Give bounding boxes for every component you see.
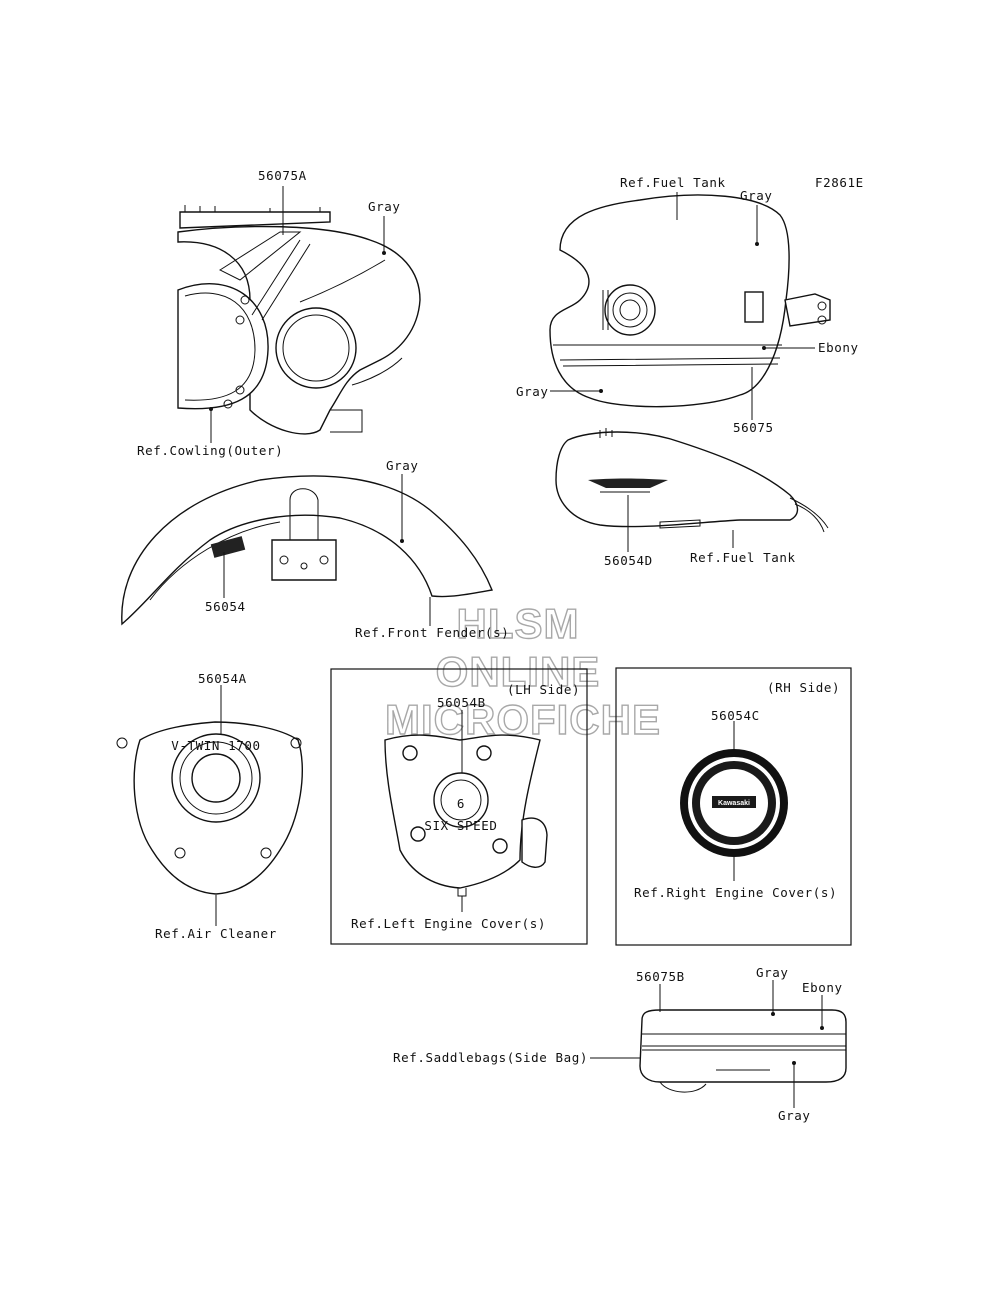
label-gray-tank: Gray	[740, 188, 773, 203]
label-56054a: 56054A	[198, 671, 247, 686]
emblem-six: 6	[457, 796, 465, 811]
front-fender-drawing	[121, 474, 493, 626]
label-56075b: 56075B	[636, 969, 685, 984]
label-gray-cowling: Gray	[368, 199, 401, 214]
front-cowling-drawing	[177, 186, 421, 443]
label-56054b: 56054B	[437, 695, 486, 710]
emblem-vtwin-text: V-TWIN 1700	[171, 738, 260, 753]
label-ref-cowling: Ref.Cowling(Outer)	[137, 443, 283, 458]
label-gray-bag-top: Gray	[756, 965, 789, 980]
label-gray-bag-bottom: Gray	[778, 1108, 811, 1123]
label-rh-side: (RH Side)	[767, 680, 840, 695]
watermark: HLSM ONLINE MICROFICHE	[384, 599, 660, 743]
label-ebony-bag: Ebony	[802, 980, 843, 995]
watermark-line-1: HLSM	[457, 600, 580, 647]
fuel-tank-side-drawing	[555, 428, 829, 552]
air-cleaner-drawing	[116, 685, 303, 926]
label-ebony-tank: Ebony	[818, 340, 859, 355]
left-engine-cover-drawing	[384, 710, 548, 912]
label-ref-left-engine-cover: Ref.Left Engine Cover(s)	[351, 916, 546, 931]
label-lh-side: (LH Side)	[507, 682, 580, 697]
saddlebag-drawing	[590, 980, 847, 1108]
label-ref-front-fender: Ref.Front Fender(s)	[355, 625, 509, 640]
label-gray-tank-lower: Gray	[516, 384, 549, 399]
emblem-brand: Kawasaki	[718, 800, 750, 807]
label-ref-fuel-tank-side: Ref.Fuel Tank	[690, 550, 796, 565]
right-engine-cover-drawing	[680, 721, 788, 881]
label-56054: 56054	[205, 599, 246, 614]
label-ref-fuel-tank-top: Ref.Fuel Tank	[620, 175, 726, 190]
label-ref-saddlebags: Ref.Saddlebags(Side Bag)	[393, 1050, 588, 1065]
label-ref-right-engine-cover: Ref.Right Engine Cover(s)	[634, 885, 837, 900]
fuel-tank-top-drawing	[549, 192, 831, 420]
label-56075a: 56075A	[258, 168, 307, 183]
lh-side-frame	[330, 668, 588, 945]
label-56054c: 56054C	[711, 708, 760, 723]
label-gray-fender: Gray	[386, 458, 419, 473]
label-ref-air-cleaner: Ref.Air Cleaner	[155, 926, 277, 941]
figure-code: F2861E	[815, 175, 864, 190]
emblem-gear-text: SIX SPEED	[424, 818, 497, 833]
label-56075: 56075	[733, 420, 774, 435]
watermark-line-2: ONLINE	[436, 648, 601, 695]
rh-side-frame	[615, 667, 852, 946]
label-56054d: 56054D	[604, 553, 653, 568]
